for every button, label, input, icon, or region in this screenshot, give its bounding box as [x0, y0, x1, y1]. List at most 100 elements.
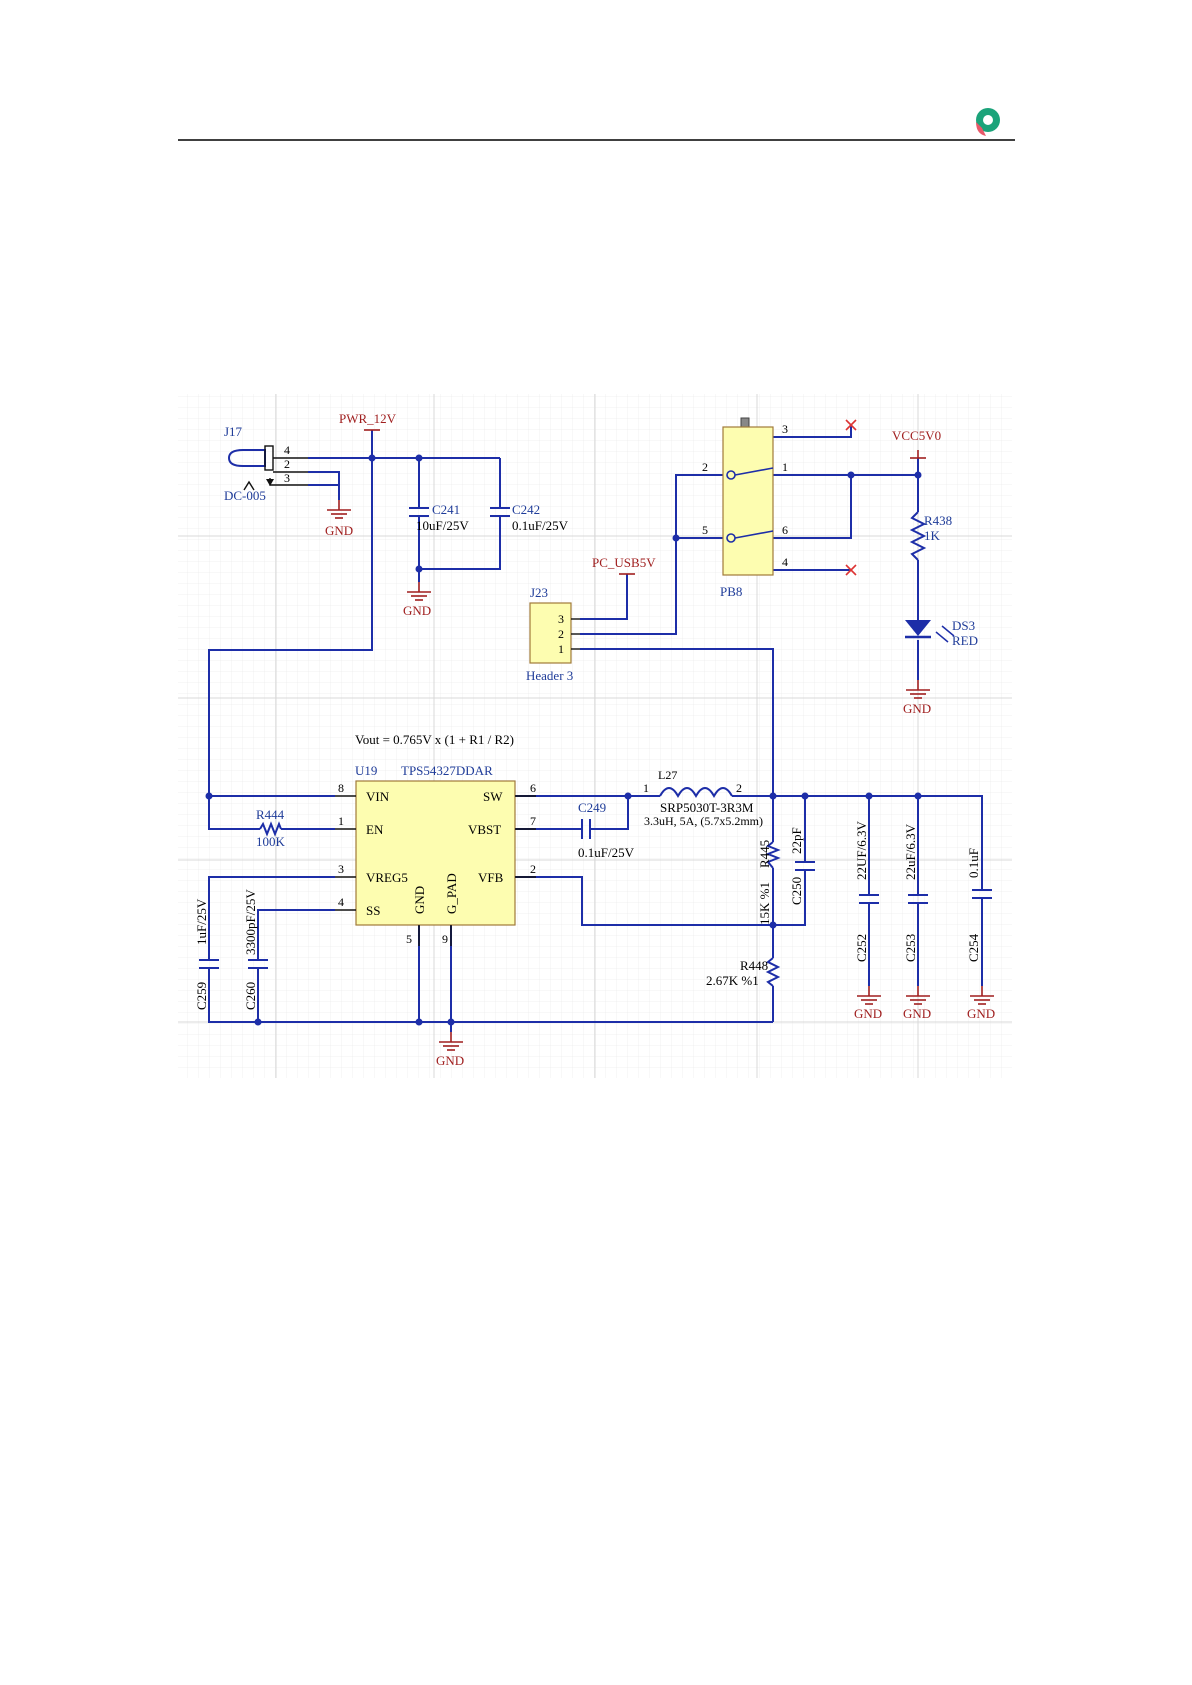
- svg-text:C250: C250: [789, 877, 804, 905]
- r445-resistor: R445 15K %1: [757, 840, 781, 925]
- svg-text:R444: R444: [256, 807, 285, 822]
- svg-text:J23: J23: [530, 585, 548, 600]
- svg-text:C252: C252: [854, 934, 869, 962]
- location-pin-logo-icon: [976, 108, 1000, 136]
- r438-resistor: R438 1K: [909, 511, 952, 561]
- j17-dc-jack: 4 2 3 J17 DC-005: [224, 424, 308, 503]
- vout-formula: Vout = 0.765V x (1 + R1 / R2): [355, 732, 514, 747]
- svg-text:7: 7: [530, 814, 536, 828]
- c250-capacitor: 22pF C250: [789, 827, 815, 905]
- j23-header: 3 2 1 J23 Header 3: [526, 585, 580, 683]
- svg-text:G_PAD: G_PAD: [444, 873, 459, 914]
- svg-text:5: 5: [702, 523, 708, 537]
- svg-text:J17: J17: [224, 424, 243, 439]
- svg-text:22uF/6.3V: 22uF/6.3V: [903, 823, 918, 880]
- u19-regulator-ic: 8 1 3 4 6 7 2 5 9 VIN EN VREG5 SS SW VBS…: [335, 763, 536, 946]
- svg-text:1: 1: [782, 460, 788, 474]
- svg-text:0.1uF/25V: 0.1uF/25V: [512, 518, 569, 533]
- svg-text:2: 2: [736, 781, 742, 795]
- l27-inductor: L27 1 2 SRP5030T-3R3M 3.3uH, 5A, (5.7x5.…: [643, 768, 763, 828]
- svg-text:C260: C260: [243, 982, 258, 1010]
- svg-text:2: 2: [558, 627, 564, 641]
- svg-text:1: 1: [643, 781, 649, 795]
- gnd-symbols: GND GND GND GND GND GND GND: [325, 499, 995, 1068]
- svg-text:GND: GND: [854, 1006, 882, 1021]
- svg-text:22pF: 22pF: [789, 827, 804, 854]
- svg-text:GND: GND: [903, 1006, 931, 1021]
- svg-text:3: 3: [558, 612, 564, 626]
- svg-text:TPS54327DDAR: TPS54327DDAR: [401, 763, 493, 778]
- svg-text:5: 5: [406, 932, 412, 946]
- svg-text:C242: C242: [512, 502, 540, 517]
- svg-text:100K: 100K: [256, 834, 286, 849]
- svg-text:3: 3: [782, 422, 788, 436]
- r444-resistor: R444 100K: [256, 807, 286, 849]
- svg-text:C254: C254: [966, 933, 981, 962]
- svg-text:PC_USB5V: PC_USB5V: [592, 555, 656, 570]
- svg-text:2: 2: [530, 862, 536, 876]
- pb8-switch: 3 1 6 4 2 5 PB8: [702, 417, 857, 599]
- svg-text:15K %1: 15K %1: [757, 882, 772, 925]
- svg-text:C241: C241: [432, 502, 460, 517]
- svg-text:GND: GND: [903, 701, 931, 716]
- svg-text:3300pF/25V: 3300pF/25V: [243, 889, 258, 955]
- junctions: [205, 454, 922, 1026]
- svg-text:4: 4: [338, 895, 344, 909]
- c249-capacitor: C249 0.1uF/25V: [578, 800, 635, 860]
- svg-text:6: 6: [530, 781, 536, 795]
- svg-text:2.67K %1: 2.67K %1: [706, 973, 759, 988]
- pwr12-port: PWR_12V: [339, 411, 397, 431]
- svg-text:6: 6: [782, 523, 788, 537]
- c242-capacitor: C242 0.1uF/25V: [490, 502, 569, 533]
- svg-text:1K: 1K: [924, 528, 941, 543]
- svg-text:4: 4: [284, 443, 290, 457]
- svg-text:GND: GND: [412, 886, 427, 914]
- c259-capacitor: 1uF/25V C259: [194, 898, 219, 1010]
- svg-text:VCC5V0: VCC5V0: [892, 428, 941, 443]
- svg-text:R445: R445: [757, 840, 772, 868]
- r448-resistor: R448 2.67K %1: [706, 957, 781, 988]
- svg-text:22UF/6.3V: 22UF/6.3V: [854, 821, 869, 880]
- svg-text:2: 2: [284, 457, 290, 471]
- svg-text:R448: R448: [740, 958, 768, 973]
- svg-text:VREG5: VREG5: [366, 870, 408, 885]
- svg-text:9: 9: [442, 932, 448, 946]
- c260-capacitor: 3300pF/25V C260: [243, 889, 268, 1010]
- svg-text:PB8: PB8: [720, 584, 742, 599]
- svg-text:SRP5030T-3R3M: SRP5030T-3R3M: [660, 800, 754, 815]
- c254-capacitor: 0.1uF C254: [966, 848, 992, 962]
- svg-text:PWR_12V: PWR_12V: [339, 411, 397, 426]
- svg-text:4: 4: [782, 555, 788, 569]
- svg-text:1: 1: [558, 642, 564, 656]
- svg-text:Header 3: Header 3: [526, 668, 573, 683]
- svg-text:R438: R438: [924, 513, 952, 528]
- svg-text:VIN: VIN: [366, 789, 390, 804]
- svg-text:SS: SS: [366, 903, 380, 918]
- svg-text:0.1uF/25V: 0.1uF/25V: [578, 845, 635, 860]
- svg-text:U19: U19: [355, 763, 377, 778]
- c252-capacitor: 22UF/6.3V C252: [854, 821, 879, 962]
- pcusb-port: PC_USB5V: [592, 555, 656, 575]
- ds3-led: DS3 RED: [905, 618, 978, 648]
- svg-text:C253: C253: [903, 934, 918, 962]
- svg-text:10uF/25V: 10uF/25V: [416, 518, 469, 533]
- svg-text:RED: RED: [952, 633, 978, 648]
- svg-text:DS3: DS3: [952, 618, 975, 633]
- svg-text:EN: EN: [366, 822, 384, 837]
- svg-text:2: 2: [702, 460, 708, 474]
- svg-text:3: 3: [284, 471, 290, 485]
- svg-text:SW: SW: [483, 789, 503, 804]
- svg-text:VBST: VBST: [468, 822, 501, 837]
- svg-text:C249: C249: [578, 800, 606, 815]
- c241-capacitor: C241 10uF/25V: [409, 502, 469, 533]
- svg-text:0.1uF: 0.1uF: [966, 848, 981, 878]
- svg-text:GND: GND: [967, 1006, 995, 1021]
- svg-text:DC-005: DC-005: [224, 488, 266, 503]
- svg-text:8: 8: [338, 781, 344, 795]
- svg-text:1uF/25V: 1uF/25V: [194, 898, 209, 945]
- svg-text:GND: GND: [436, 1053, 464, 1068]
- svg-text:C259: C259: [194, 982, 209, 1010]
- svg-text:L27: L27: [658, 768, 677, 782]
- c253-capacitor: 22uF/6.3V C253: [903, 823, 928, 962]
